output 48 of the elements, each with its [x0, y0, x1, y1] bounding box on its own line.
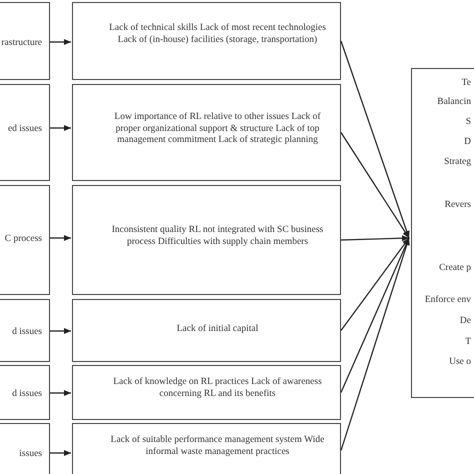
arrow: [50, 390, 71, 396]
category-label: C process: [4, 233, 42, 245]
barrier-list: Low importance of RL relative to other issues Lack of proper organizational support & structure Lack of top management commitment Lack of strategic planning: [101, 112, 334, 148]
arrow: [50, 235, 71, 241]
barrier-list: Lack of technical skills Lack of most recent technologies Lack of (in-house) facilities (storage, transportation): [101, 23, 334, 46]
barrier-box: [72, 2, 341, 80]
solution-text: D: [464, 136, 471, 148]
process-box: [411, 68, 474, 398]
barrier-box: [72, 299, 341, 362]
arrow: [50, 450, 71, 456]
barrier-list: Lack of knowledge on RL practices Lack of awareness concerning RL and its benefits: [101, 377, 334, 400]
solution-text: Revers: [444, 199, 471, 211]
solution-text: Balancin: [437, 96, 471, 108]
solution-text: Te: [462, 77, 471, 89]
arrow: [340, 238, 410, 393]
solution-text: Create p: [439, 262, 471, 274]
solution-text: T: [465, 336, 471, 348]
category-label: rastructure: [1, 37, 42, 49]
category-label: d issues: [12, 326, 42, 338]
category-label: issues: [19, 448, 42, 460]
arrow: [340, 132, 410, 238]
arrow: [340, 40, 410, 238]
solution-text: Use o: [449, 356, 471, 368]
category-box: [0, 423, 50, 474]
arrow: [340, 238, 410, 331]
barrier-list: Inconsistent quality RL not integrated with SC business process Difficulties with supply chain members: [101, 225, 334, 248]
barrier-box: [72, 365, 341, 420]
arrow: [340, 238, 410, 451]
barrier-list: Lack of suitable performance management system Wide informal waste management practices: [101, 435, 334, 458]
barrier-box: [72, 84, 341, 181]
solution-text: De: [460, 315, 471, 327]
category-label: d issues: [12, 388, 42, 400]
solution-text: Enforce env: [424, 294, 471, 306]
arrow: [50, 328, 71, 334]
barrier-list: Lack of initial capital: [101, 324, 334, 336]
category-box: [0, 185, 50, 295]
arrow: [340, 235, 410, 242]
barrier-box: [72, 423, 341, 474]
barrier-box: [72, 185, 341, 295]
category-box: [0, 2, 50, 80]
category-box: [0, 365, 50, 420]
solution-text: Strateg: [444, 156, 471, 168]
category-box: [0, 299, 50, 362]
category-label: ed issues: [8, 123, 42, 135]
arrow: [50, 39, 71, 45]
arrow: [50, 125, 71, 131]
category-box: [0, 84, 50, 181]
solution-text: S: [466, 116, 471, 128]
